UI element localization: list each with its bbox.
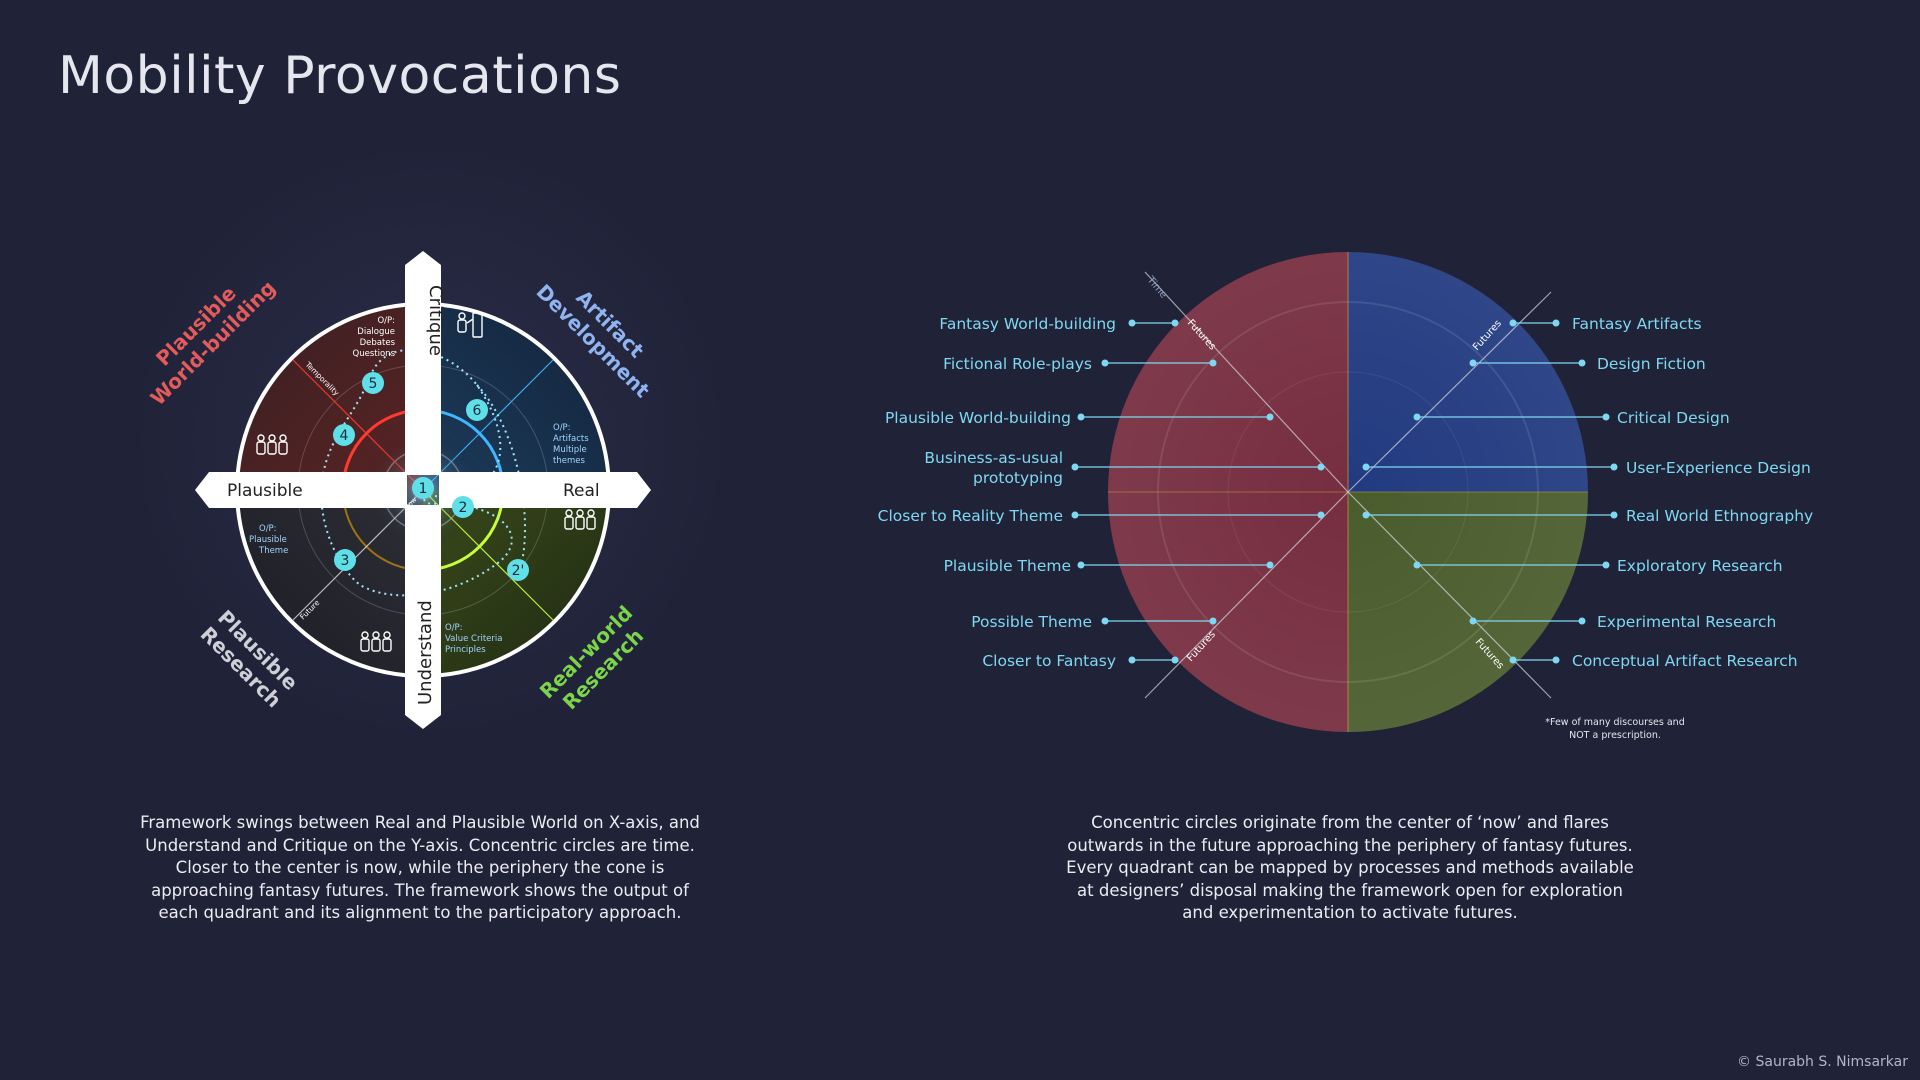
svg-text:Dialogue: Dialogue xyxy=(357,327,395,337)
svg-text:Plausible World-building: Plausible World-building xyxy=(885,409,1071,427)
leader-plausible-world-building: Plausible World-building xyxy=(885,409,1274,427)
svg-text:Real World Ethnography: Real World Ethnography xyxy=(1626,507,1813,525)
svg-text:Possible Theme: Possible Theme xyxy=(971,613,1092,631)
svg-text:Questions: Questions xyxy=(353,349,396,359)
svg-text:Plausible Theme: Plausible Theme xyxy=(944,557,1071,575)
output-artifact: O/P: Artifacts Multiple themes xyxy=(553,423,589,466)
svg-text:O/P:: O/P: xyxy=(259,524,277,534)
svg-text:Exploratory Research: Exploratory Research xyxy=(1617,557,1783,575)
quadrant-title-plausible-research: Plausible Research xyxy=(196,605,303,712)
svg-text:Artifacts: Artifacts xyxy=(553,434,589,444)
leader-fictional-role-plays: Fictional Role-plays xyxy=(943,355,1217,373)
leader-possible-theme: Possible Theme xyxy=(971,613,1217,631)
leader-closer-to-fantasy: Closer to Fantasy xyxy=(982,652,1179,670)
people-group-icon xyxy=(360,631,392,652)
svg-text:Closer to Fantasy: Closer to Fantasy xyxy=(982,652,1116,670)
right-method-labels: Fantasy Artifacts Design Fiction Critica… xyxy=(1362,315,1813,670)
step-marker-1: 1 xyxy=(412,477,434,499)
step-marker-6: 6 xyxy=(466,399,488,421)
svg-text:3: 3 xyxy=(341,553,350,569)
svg-text:Fantasy Artifacts: Fantasy Artifacts xyxy=(1572,315,1702,333)
svg-text:O/P:: O/P: xyxy=(377,316,395,326)
leader-plausible-theme: Plausible Theme xyxy=(944,557,1274,575)
time-label: Time xyxy=(1144,274,1169,301)
svg-text:Experimental Research: Experimental Research xyxy=(1597,613,1776,631)
leader-fantasy-artifacts: Fantasy Artifacts xyxy=(1509,315,1702,333)
svg-text:Plausible: Plausible xyxy=(249,535,287,545)
axis-label-critique: Critique xyxy=(425,285,446,356)
step-marker-4: 4 xyxy=(333,424,355,446)
left-diagram-caption: Framework swings between Real and Plausi… xyxy=(140,813,700,922)
step-marker-3: 3 xyxy=(334,549,356,571)
footnote-line: *Few of many discourses and xyxy=(1545,717,1685,728)
svg-text:2: 2 xyxy=(459,500,468,516)
right-diagram-caption: Concentric circles originate from the ce… xyxy=(1066,813,1634,922)
leader-conceptual-artifact-research: Conceptual Artifact Research xyxy=(1509,652,1798,670)
output-understand: O/P: Value Criteria Principles xyxy=(445,623,502,655)
copyright-notice: © Saurabh S. Nimsarkar xyxy=(1737,1054,1908,1070)
leader-real-world-ethnography: Real World Ethnography xyxy=(1362,507,1813,525)
svg-text:Principles: Principles xyxy=(445,645,486,655)
left-method-labels: Fantasy World-building Fictional Role-pl… xyxy=(878,315,1325,670)
footnote-line: NOT a prescription. xyxy=(1569,730,1661,741)
people-group-icon xyxy=(256,434,288,455)
futures-quadrant-diagram: Time Futures Futures Futures Futures Fan… xyxy=(878,252,1813,732)
svg-text:4: 4 xyxy=(340,428,349,444)
svg-text:Conceptual Artifact Research: Conceptual Artifact Research xyxy=(1572,652,1798,670)
svg-text:Business-as-usual: Business-as-usual xyxy=(924,449,1063,467)
svg-text:O/P:: O/P: xyxy=(553,423,571,433)
svg-text:2': 2' xyxy=(512,563,525,579)
svg-text:6: 6 xyxy=(473,403,482,419)
journey-path xyxy=(320,348,526,597)
svg-text:Critical Design: Critical Design xyxy=(1617,409,1730,427)
page-title: Mobility Provocations xyxy=(58,46,622,106)
axis-label-plausible: Plausible xyxy=(227,481,303,501)
step-marker-5: 5 xyxy=(362,372,384,394)
axis-label-real: Real xyxy=(563,481,600,501)
svg-text:Debates: Debates xyxy=(360,338,396,348)
footnote: *Few of many discourses and NOT a prescr… xyxy=(1530,716,1700,742)
futures-diagonals xyxy=(1144,271,1552,699)
svg-text:themes: themes xyxy=(553,456,585,466)
svg-text:5: 5 xyxy=(369,376,378,392)
svg-text:Fantasy World-building: Fantasy World-building xyxy=(939,315,1116,333)
svg-text:Design Fiction: Design Fiction xyxy=(1597,355,1706,373)
output-plausible: O/P: Plausible Theme xyxy=(249,524,288,556)
step-marker-2: 2 xyxy=(452,496,474,518)
leader-fantasy-world-building: Fantasy World-building xyxy=(939,315,1179,333)
svg-text:O/P:: O/P: xyxy=(445,623,463,633)
svg-text:Value Criteria: Value Criteria xyxy=(445,634,502,644)
svg-text:Fictional Role-plays: Fictional Role-plays xyxy=(943,355,1092,373)
leader-design-fiction: Design Fiction xyxy=(1469,355,1706,373)
people-group-icon xyxy=(564,509,596,530)
output-critique: O/P: Dialogue Debates Questions xyxy=(353,316,396,359)
leader-critical-design: Critical Design xyxy=(1413,409,1730,427)
leader-user-experience-design: User-Experience Design xyxy=(1362,459,1811,477)
svg-text:prototyping: prototyping xyxy=(973,469,1063,487)
framework-diagram: Critique Understand Plausible Real Plaus… xyxy=(146,251,655,729)
axis-label-understand: Understand xyxy=(415,600,436,705)
leader-closer-to-reality-theme: Closer to Reality Theme xyxy=(878,507,1325,525)
leader-experimental-research: Experimental Research xyxy=(1469,613,1776,631)
leader-exploratory-research: Exploratory Research xyxy=(1413,557,1783,575)
leader-business-as-usual: Business-as-usual prototyping xyxy=(924,449,1325,487)
cross-arms xyxy=(195,251,651,729)
svg-text:Closer to Reality Theme: Closer to Reality Theme xyxy=(878,507,1063,525)
svg-text:User-Experience Design: User-Experience Design xyxy=(1626,459,1811,477)
presenter-icon xyxy=(457,312,483,338)
svg-text:Theme: Theme xyxy=(258,546,288,556)
svg-text:Multiple: Multiple xyxy=(553,445,587,455)
svg-text:1: 1 xyxy=(419,481,428,497)
step-marker-2-prime: 2' xyxy=(507,559,529,581)
step-markers: 1 2 2' 3 4 5 6 xyxy=(333,372,529,581)
